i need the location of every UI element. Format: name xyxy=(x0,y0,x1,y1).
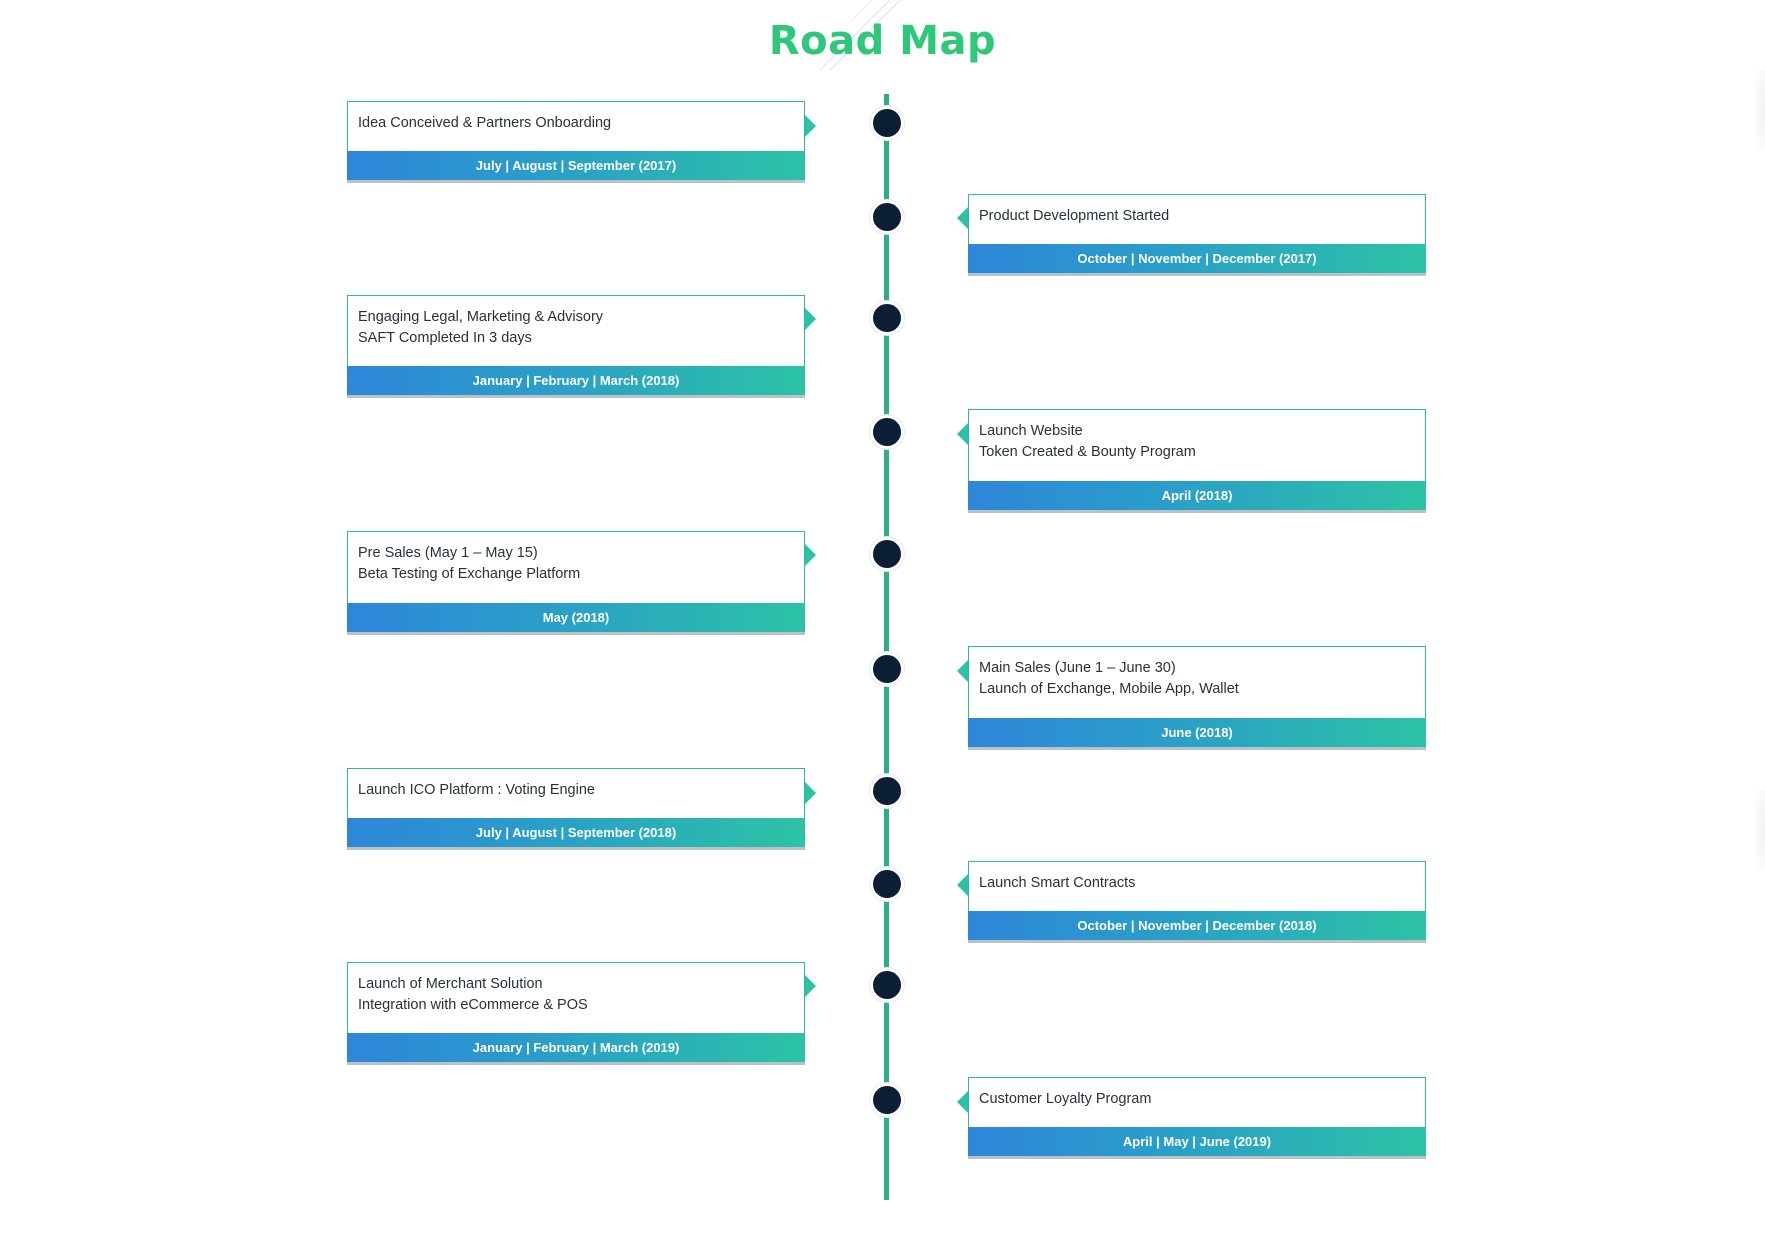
timeline-node xyxy=(870,537,904,571)
milestone-card: Engaging Legal, Marketing & Advisory SAF… xyxy=(347,295,816,398)
milestone-text: Launch ICO Platform : Voting Engine xyxy=(358,782,595,798)
pointer-arrow xyxy=(805,115,816,137)
pointer-arrow xyxy=(957,660,968,682)
milestone-date: July | August | September (2018) xyxy=(347,818,805,850)
milestone-date: January | February | March (2018) xyxy=(347,366,805,398)
edge-shadow xyxy=(1755,70,1765,150)
milestone-card: Launch of Merchant Solution Integration … xyxy=(347,962,816,1065)
pointer-arrow xyxy=(805,544,816,566)
milestone-card: Customer Loyalty Program April | May | J… xyxy=(957,1077,1426,1159)
timeline-axis xyxy=(884,94,889,1200)
timeline-node xyxy=(870,301,904,335)
milestone-text: Launch Smart Contracts xyxy=(979,875,1136,891)
timeline-node xyxy=(870,415,904,449)
pointer-arrow xyxy=(957,1091,968,1113)
milestone-date: July | August | September (2017) xyxy=(347,151,805,183)
milestone-text: Product Development Started xyxy=(979,208,1170,224)
timeline-node xyxy=(870,968,904,1002)
pointer-arrow xyxy=(957,207,968,229)
milestone-text: Pre Sales (May 1 – May 15) Beta Testing … xyxy=(358,545,581,582)
milestone-card: Pre Sales (May 1 – May 15) Beta Testing … xyxy=(347,531,816,635)
milestone-date: October | November | December (2017) xyxy=(968,244,1426,276)
milestone-card: Launch Smart Contracts October | Novembe… xyxy=(957,861,1426,943)
pointer-arrow xyxy=(805,975,816,997)
timeline-node xyxy=(870,774,904,808)
milestone-card: Launch Website Token Created & Bounty Pr… xyxy=(957,409,1426,513)
pointer-arrow xyxy=(957,874,968,896)
edge-shadow xyxy=(1755,790,1765,870)
milestone-date: October | November | December (2018) xyxy=(968,911,1426,943)
milestone-date: April (2018) xyxy=(968,481,1426,513)
milestone-card: Launch ICO Platform : Voting Engine July… xyxy=(347,768,816,850)
milestone-date: January | February | March (2019) xyxy=(347,1033,805,1065)
milestone-text: Main Sales (June 1 – June 30) Launch of … xyxy=(979,660,1239,697)
pointer-arrow xyxy=(957,423,968,445)
timeline-node xyxy=(870,106,904,140)
timeline-node xyxy=(870,200,904,234)
milestone-card: Product Development Started October | No… xyxy=(957,194,1426,276)
timeline-node xyxy=(870,867,904,901)
milestone-date: April | May | June (2019) xyxy=(968,1127,1426,1159)
milestone-text: Customer Loyalty Program xyxy=(979,1091,1152,1107)
milestone-card: Main Sales (June 1 – June 30) Launch of … xyxy=(957,646,1426,750)
milestone-date: June (2018) xyxy=(968,718,1426,750)
timeline-node xyxy=(870,652,904,686)
milestone-text: Idea Conceived & Partners Onboarding xyxy=(358,115,612,131)
milestone-text: Launch of Merchant Solution Integration … xyxy=(358,976,588,1013)
milestone-card: Idea Conceived & Partners Onboarding Jul… xyxy=(347,101,816,183)
milestone-text: Launch Website Token Created & Bounty Pr… xyxy=(979,423,1196,460)
timeline-node xyxy=(870,1083,904,1117)
milestone-date: May (2018) xyxy=(347,603,805,635)
pointer-arrow xyxy=(805,782,816,804)
decorative-lines xyxy=(820,0,901,71)
milestone-text: Engaging Legal, Marketing & Advisory SAF… xyxy=(358,309,604,346)
roadmap-title: Road Map xyxy=(768,18,997,64)
pointer-arrow xyxy=(805,308,816,330)
